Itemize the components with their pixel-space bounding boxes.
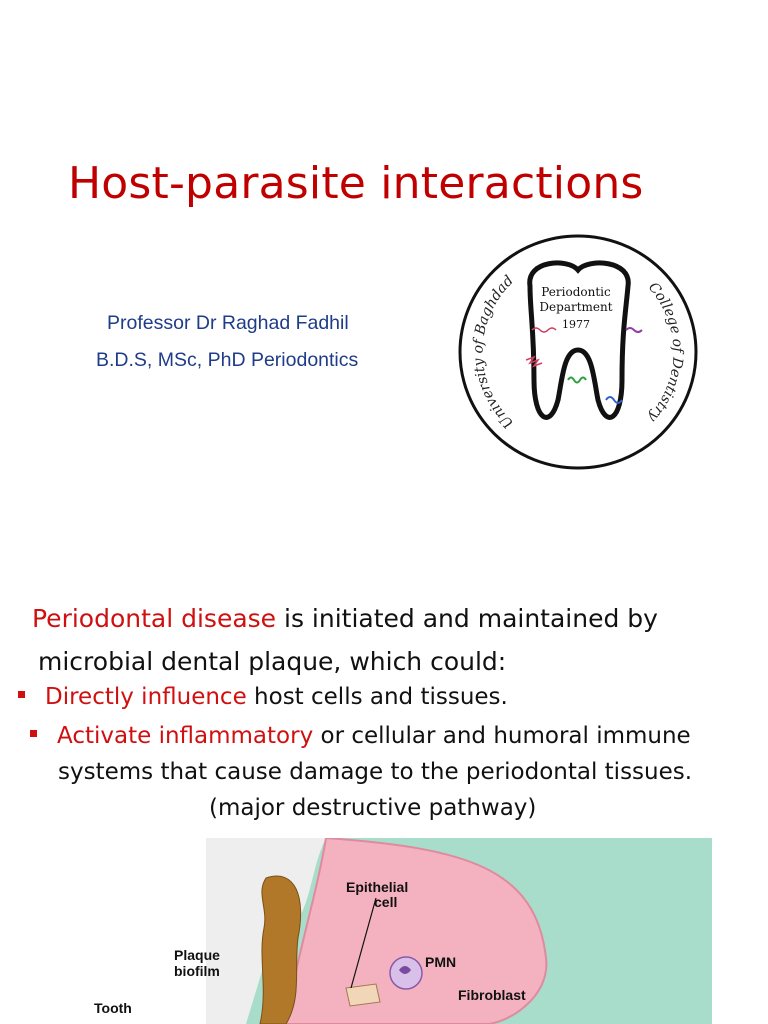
periodontal-diagram bbox=[206, 838, 712, 1024]
bullet-marker-icon bbox=[30, 730, 37, 737]
label-cell: cell bbox=[374, 894, 398, 910]
bullet-highlight: Directly influence bbox=[45, 684, 247, 710]
intro-line2: microbial dental plaque, which could: bbox=[38, 647, 507, 676]
intro-highlight: Periodontal disease bbox=[32, 604, 277, 633]
label-tooth: Tooth bbox=[94, 1000, 132, 1016]
label-pmn: PMN bbox=[425, 954, 457, 970]
label-plaque: Plaque bbox=[174, 947, 220, 963]
bullet-continuation: systems that cause damage to the periodo… bbox=[58, 759, 693, 785]
label-biofilm: biofilm bbox=[174, 963, 220, 979]
department-logo: University of Baghdad College of Dentist… bbox=[458, 234, 698, 470]
author-name: Professor Dr Raghad Fadhil bbox=[107, 312, 349, 334]
bullet-text: host cells and tissues. bbox=[246, 684, 508, 710]
pathway-note: (major destructive pathway) bbox=[209, 795, 537, 821]
bullet-item: Activate inflammatory or cellular and hu… bbox=[30, 723, 691, 749]
logo-line1: Periodontic bbox=[541, 285, 611, 299]
label-fibroblast: Fibroblast bbox=[458, 987, 526, 1003]
epithelial-cell-icon bbox=[345, 983, 381, 1007]
intro-line1: Periodontal disease is initiated and mai… bbox=[32, 604, 658, 633]
slide-title: Host-parasite interactions bbox=[68, 158, 644, 209]
bullet-item: Directly influence host cells and tissue… bbox=[18, 684, 508, 710]
bullet-highlight: Activate inflammatory bbox=[57, 723, 314, 749]
logo-line2: Department bbox=[539, 300, 612, 314]
bullet-marker-icon bbox=[18, 691, 25, 698]
intro-rest: is initiated and maintained by bbox=[276, 604, 658, 633]
label-epithelial: Epithelial bbox=[346, 879, 409, 895]
author-degrees: B.D.S, MSc, PhD Periodontics bbox=[96, 349, 359, 371]
bullet-text: or cellular and humoral immune bbox=[313, 723, 691, 749]
logo-year: 1977 bbox=[562, 318, 590, 331]
